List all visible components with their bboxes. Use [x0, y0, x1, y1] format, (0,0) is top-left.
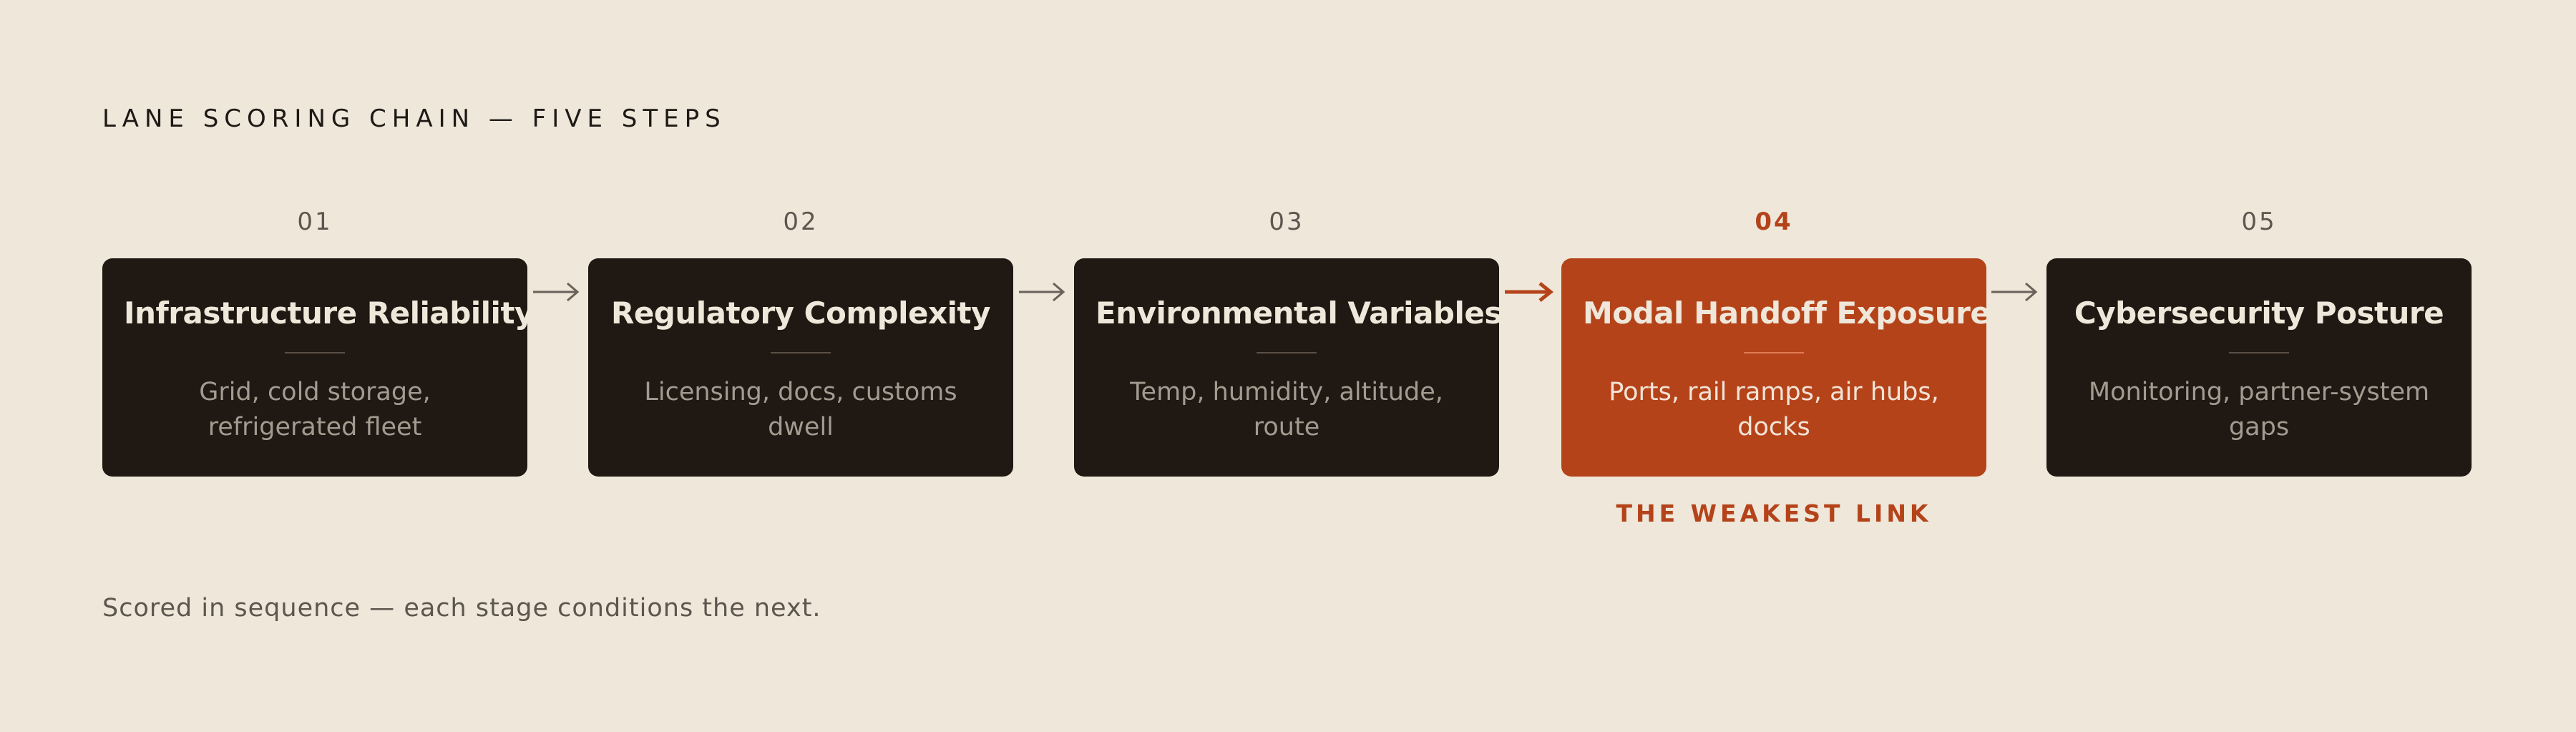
footer-note: Scored in sequence — each stage conditio…	[102, 594, 821, 623]
arrow-right-icon	[1019, 282, 1065, 302]
step-number-2: 02	[783, 208, 819, 236]
step-number-1: 01	[297, 208, 333, 236]
step-card-2: Regulatory Complexity Licensing, docs, c…	[588, 258, 1013, 477]
step-title: Cybersecurity Posture	[2074, 296, 2444, 331]
step-description: Monitoring, partner-system gaps	[2088, 378, 2430, 441]
step-title: Infrastructure Reliability	[124, 296, 534, 331]
divider	[285, 352, 345, 353]
step-title: Modal Handoff Exposure	[1583, 296, 1991, 331]
step-title: Environmental Variables	[1096, 296, 1502, 331]
divider	[2229, 352, 2289, 353]
step-number-4: 04	[1755, 208, 1793, 236]
step-card-3: Environmental Variables Temp, humidity, …	[1074, 258, 1502, 477]
step-title: Regulatory Complexity	[610, 296, 991, 331]
arrow-right-icon	[533, 282, 580, 302]
arrow-right-icon	[1991, 282, 2038, 302]
divider	[1257, 352, 1317, 353]
step-number-5: 05	[2241, 208, 2277, 236]
divider	[771, 352, 831, 353]
step-card-4-highlighted: Modal Handoff Exposure Ports, rail ramps…	[1561, 258, 1991, 477]
step-card-1: Infrastructure Reliability Grid, cold st…	[102, 258, 534, 477]
step-card-5: Cybersecurity Posture Monitoring, partne…	[2046, 258, 2472, 477]
weakest-link-label: THE WEAKEST LINK	[1616, 499, 1932, 527]
arrow-right-highlight-icon	[1505, 282, 1554, 302]
diagram-title: LANE SCORING CHAIN — FIVE STEPS	[102, 104, 726, 133]
divider	[1744, 352, 1804, 353]
step-number-3: 03	[1269, 208, 1304, 236]
step-description: Temp, humidity, altitude, route	[1130, 378, 1443, 441]
step-description: Grid, cold storage, refrigerated fleet	[199, 378, 431, 441]
step-description: Ports, rail ramps, air hubs, docks	[1609, 378, 1939, 441]
step-description: Licensing, docs, customs dwell	[644, 378, 957, 441]
